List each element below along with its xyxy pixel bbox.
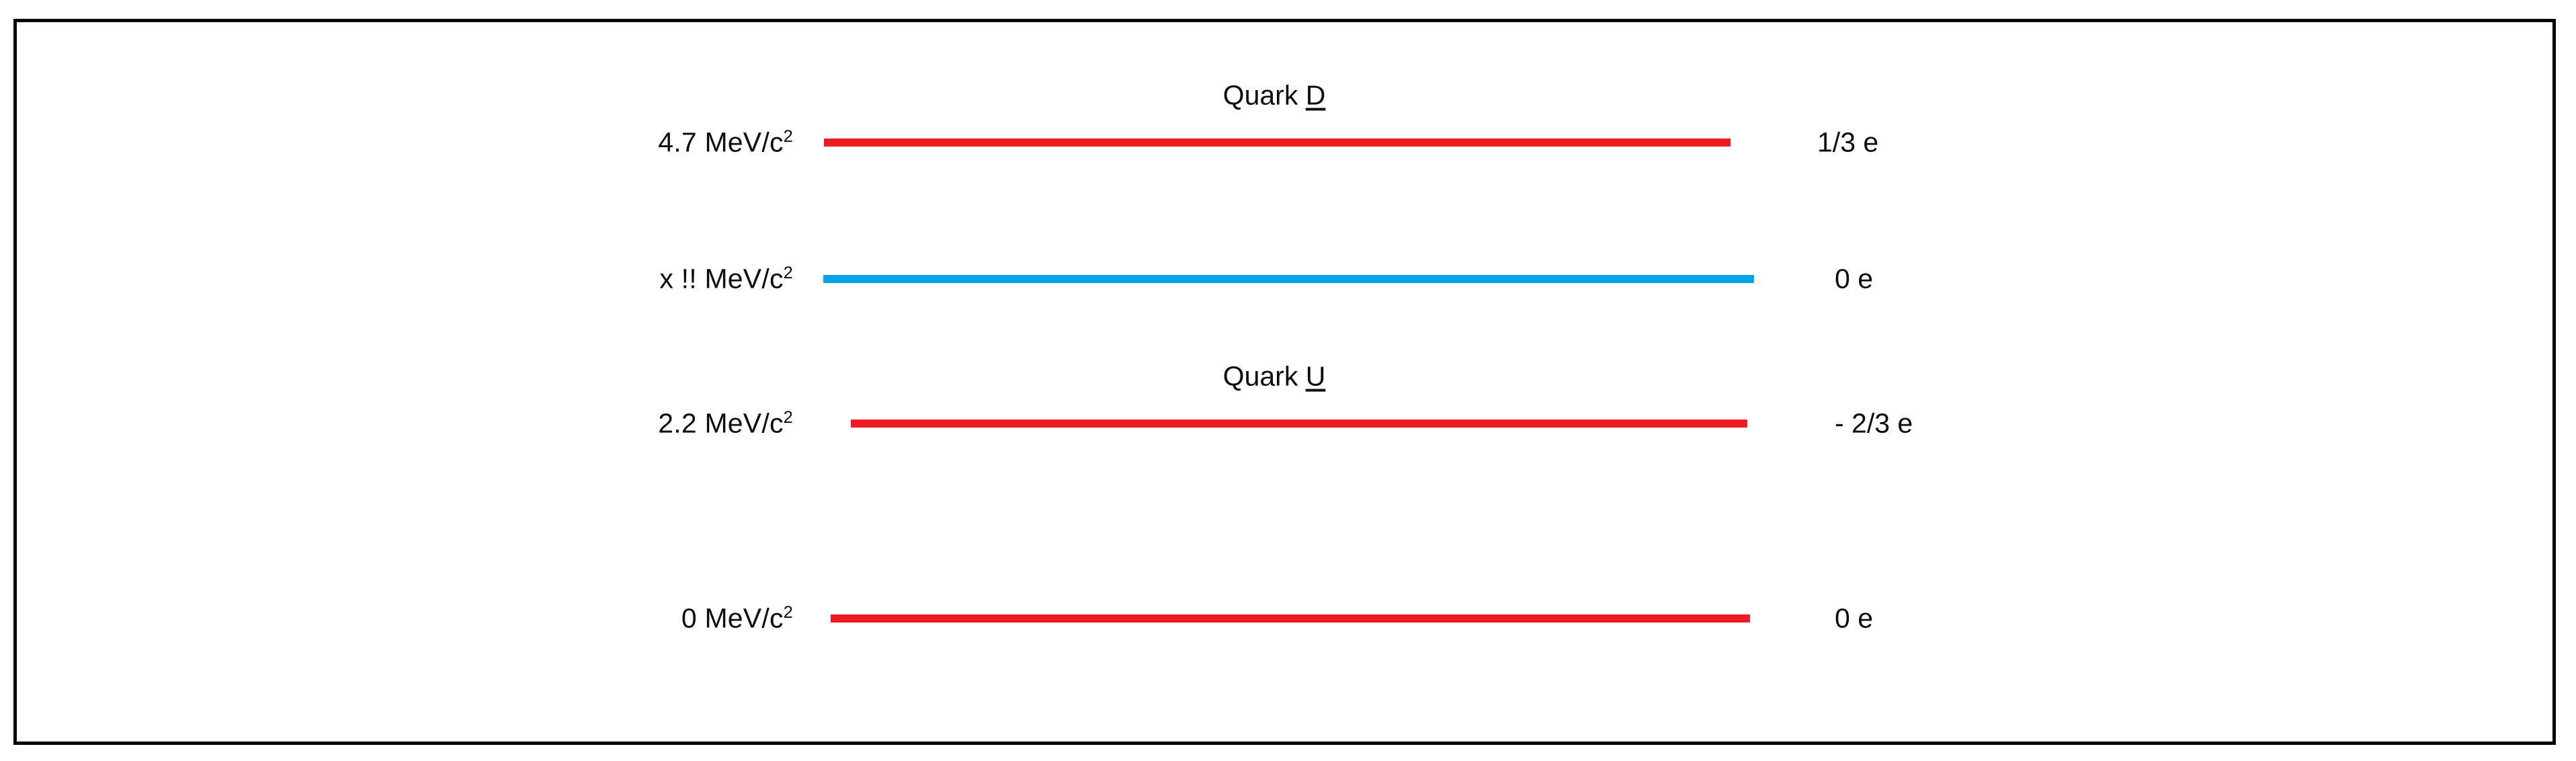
mass-exponent-quark-u: 2 bbox=[783, 407, 793, 427]
quark-d-title-letter: D bbox=[1305, 79, 1326, 111]
charge-label-quark-d: 1/3 e bbox=[1817, 126, 1879, 158]
mass-exponent-neutral-blue: 2 bbox=[783, 263, 793, 282]
level-line-quark-u bbox=[851, 419, 1747, 428]
mass-label-quark-u: 2.2 MeV/c2 bbox=[470, 408, 793, 440]
charge-label-ground: 0 e bbox=[1835, 602, 1873, 634]
mass-value-quark-d: 4.7 bbox=[658, 126, 697, 158]
mass-unit-neutral-blue: MeV/c bbox=[696, 263, 784, 294]
mass-label-neutral-blue: x !! MeV/c2 bbox=[470, 264, 793, 295]
mass-value-neutral-blue: x !! bbox=[659, 263, 697, 294]
mass-value-quark-u: 2.2 bbox=[658, 407, 697, 439]
charge-label-neutral-blue: 0 e bbox=[1835, 263, 1873, 294]
quark-u-title: Quark U bbox=[1223, 361, 1326, 393]
level-line-ground bbox=[831, 614, 1750, 623]
level-line-quark-d bbox=[824, 138, 1731, 147]
quark-u-title-letter: U bbox=[1305, 360, 1326, 392]
charge-label-quark-u: - 2/3 e bbox=[1835, 407, 1913, 439]
mass-label-quark-d: 4.7 MeV/c2 bbox=[470, 127, 793, 159]
mass-unit-quark-d: MeV/c bbox=[696, 126, 784, 158]
mass-label-ground: 0 MeV/c2 bbox=[470, 603, 793, 635]
quark-u-title-prefix: Quark bbox=[1222, 360, 1306, 392]
quark-d-title: Quark D bbox=[1223, 80, 1326, 112]
mass-value-ground: 0 bbox=[681, 602, 697, 634]
mass-exponent-ground: 2 bbox=[783, 602, 793, 622]
level-line-neutral-blue bbox=[823, 275, 1754, 283]
mass-unit-quark-u: MeV/c bbox=[696, 407, 784, 439]
mass-exponent-quark-d: 2 bbox=[783, 126, 793, 146]
mass-unit-ground: MeV/c bbox=[696, 602, 784, 634]
quark-d-title-prefix: Quark bbox=[1222, 79, 1306, 111]
